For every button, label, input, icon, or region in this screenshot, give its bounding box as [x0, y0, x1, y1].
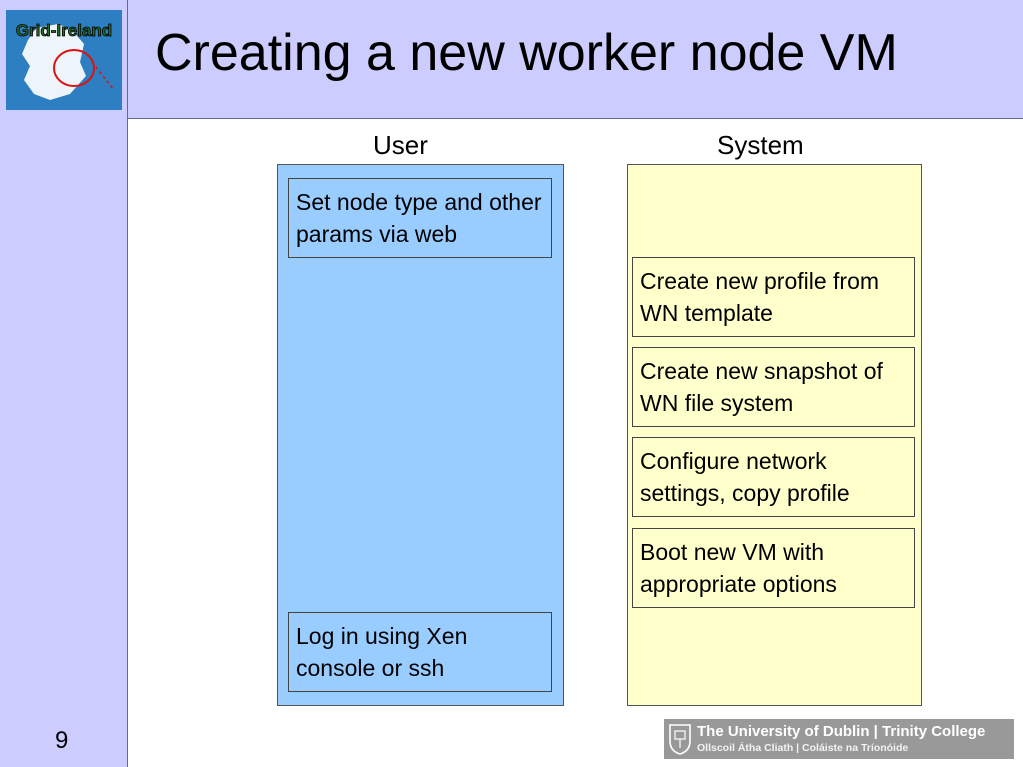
system-column	[627, 164, 922, 706]
ireland-map-logo-icon: Grid-Ireland	[6, 10, 122, 110]
slide-title: Creating a new worker node VM	[155, 24, 898, 82]
system-step-4: Boot new VM with appropriate options	[632, 528, 915, 608]
system-step-2: Create new snapshot of WN file system	[632, 347, 915, 427]
user-step-1: Set node type and other params via web	[288, 178, 552, 258]
university-crest-icon	[669, 724, 691, 755]
page-number: 9	[55, 727, 69, 754]
user-step-2: Log in using Xen console or ssh	[288, 612, 552, 692]
university-name: The University of Dublin | Trinity Colle…	[697, 723, 986, 740]
header-band	[0, 0, 1023, 119]
university-name-irish: Ollscoil Átha Cliath | Coláiste na Tríon…	[697, 742, 909, 754]
user-column-heading: User	[373, 130, 428, 160]
logo-text: Grid-Ireland	[16, 21, 112, 40]
sidebar-band	[0, 118, 127, 767]
sidebar-divider	[127, 0, 128, 767]
system-step-1: Create new profile from WN template	[632, 257, 915, 337]
user-column	[277, 164, 564, 706]
university-logo: The University of Dublin | Trinity Colle…	[664, 719, 1014, 759]
system-column-heading: System	[717, 130, 804, 160]
system-step-3: Configure network settings, copy profile	[632, 437, 915, 517]
